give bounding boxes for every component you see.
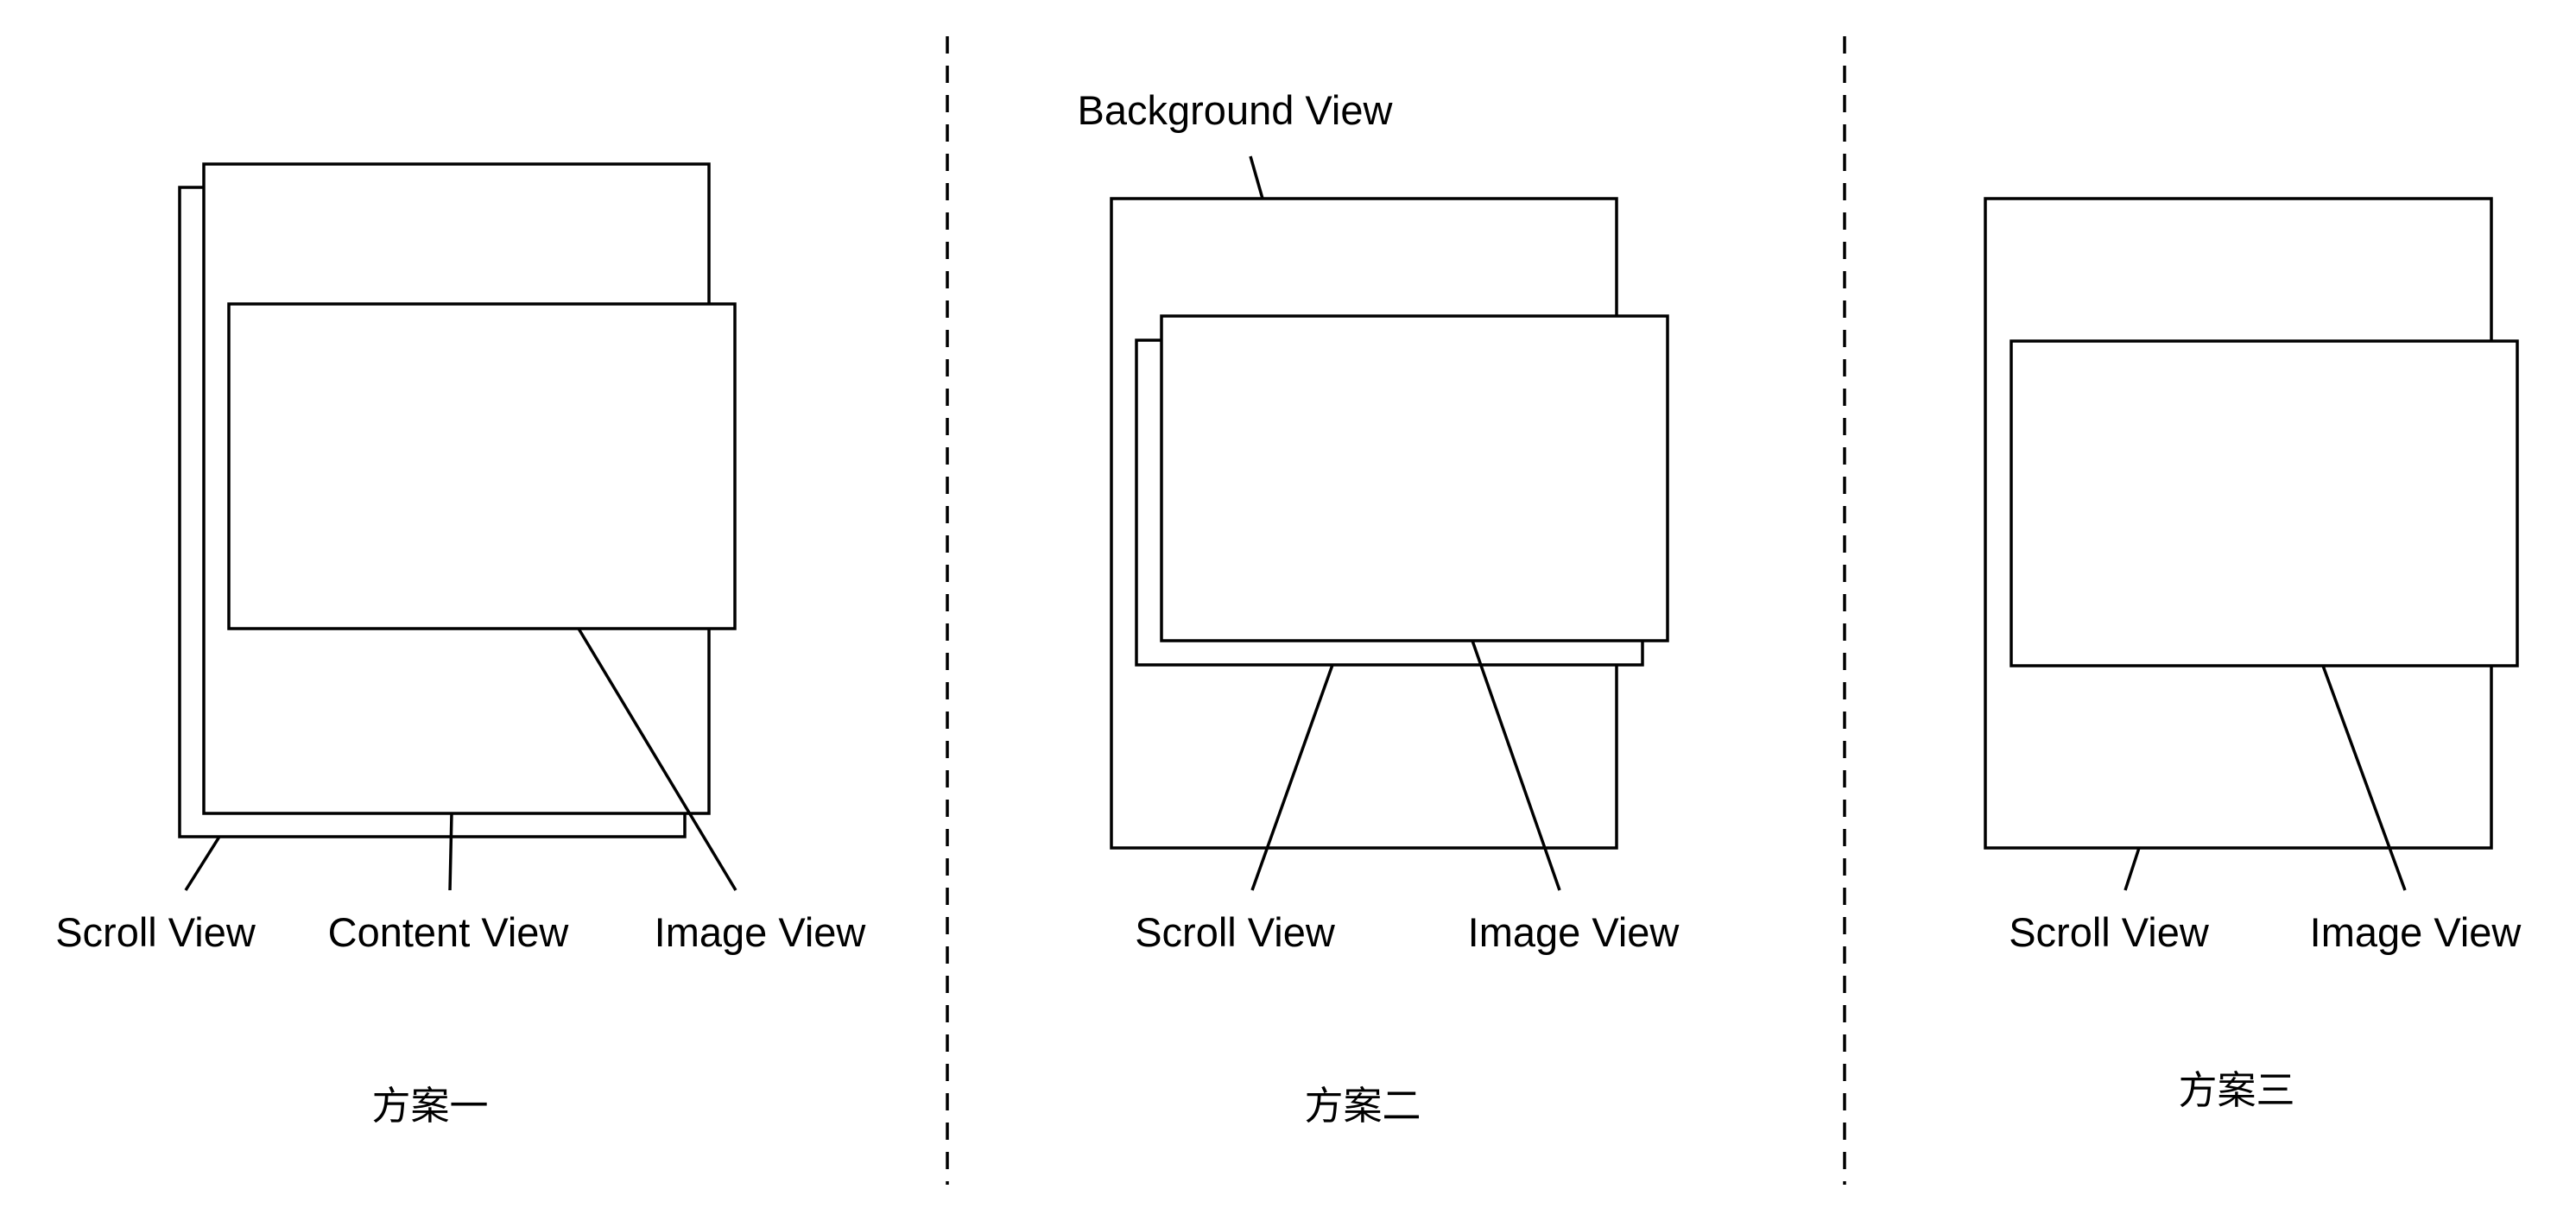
scheme-2-caption: 方案二	[1304, 1083, 1421, 1129]
scheme-3-image-view-box	[2010, 339, 2519, 667]
scheme-1-content-view-leader	[448, 813, 453, 891]
scheme-2-scroll-view-label: Scroll View	[1135, 909, 1336, 955]
scheme-2-image-view-box	[1160, 314, 1669, 642]
scheme-1-image-view-label: Image View	[655, 909, 867, 955]
scheme-3-image-view-leader	[2321, 665, 2407, 891]
scheme-3-diagram	[1984, 197, 2519, 891]
scheme-2-background-view-leader	[1249, 155, 1264, 199]
scheme-2-background-view-label: Background View	[1078, 87, 1394, 133]
scheme-2-scroll-view-leader	[1250, 664, 1334, 891]
scheme-1-caption: 方案一	[371, 1083, 488, 1129]
scheme-2-image-view-leader	[1471, 640, 1561, 891]
scheme-2-image-view-label: Image View	[1468, 909, 1680, 955]
scheme-1-diagram	[178, 162, 737, 891]
scheme-3-scroll-view-label: Scroll View	[2009, 909, 2210, 955]
scheme-1-content-view-label: Content View	[328, 909, 570, 955]
scheme-3-image-view-label: Image View	[2310, 909, 2522, 955]
scheme-3-caption: 方案三	[2178, 1067, 2294, 1113]
scheme-1-image-view-leader	[577, 628, 737, 891]
scheme-3-scroll-view-leader	[2123, 847, 2141, 891]
scheme-2-diagram	[1110, 155, 1669, 891]
scheme-1-image-view-box	[227, 302, 737, 630]
scheme-1-scroll-view-leader	[184, 836, 221, 891]
scheme-1-scroll-view-label: Scroll View	[55, 909, 256, 955]
